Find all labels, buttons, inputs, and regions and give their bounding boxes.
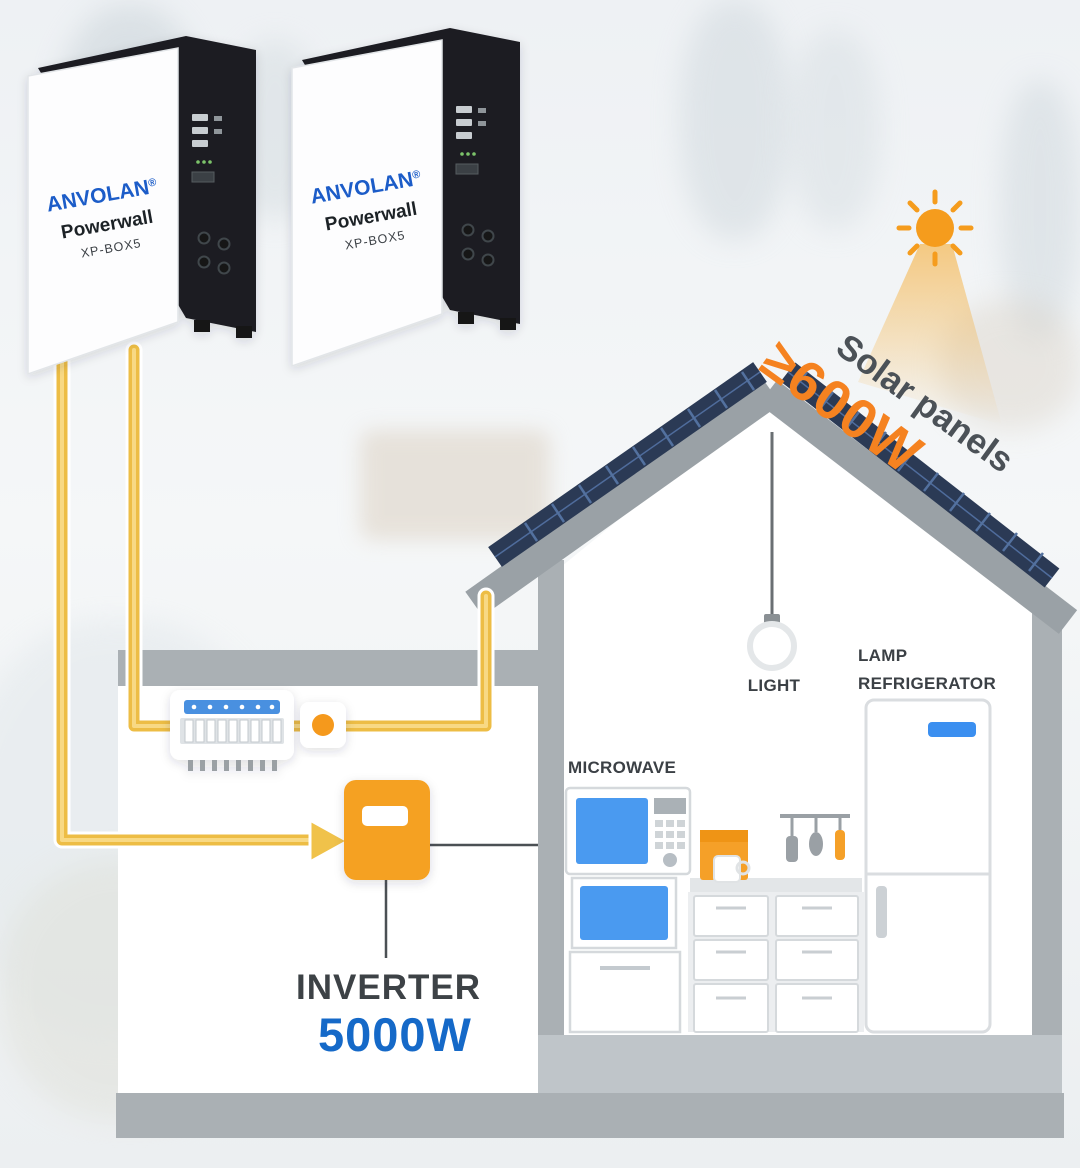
microwave-graphic <box>564 786 692 876</box>
refrigerator-label: REFRIGERATOR <box>858 674 997 693</box>
battery-front-panel <box>291 39 443 368</box>
inverter-rating-label: 5000W <box>318 1008 472 1061</box>
battery-front-panel <box>27 47 179 376</box>
interior-wall <box>538 560 564 1093</box>
battery-side-details <box>191 114 252 338</box>
lamp-label: LAMP <box>858 646 908 665</box>
background-tree <box>1000 80 1080 340</box>
light-label: LIGHT <box>747 676 801 695</box>
fridge-handle <box>928 722 976 737</box>
mug-graphic <box>713 855 751 883</box>
wire-breaker-to-solar <box>283 587 495 735</box>
powerwall-battery-1: ANVOLAN® Powerwall XP-BOX5 <box>27 36 256 376</box>
control-button-graphic <box>300 702 346 748</box>
inverter-caption: INVERTER 5000W <box>296 968 481 1062</box>
wire-arrow-icon <box>308 817 352 865</box>
microwave-window <box>576 798 648 864</box>
oven-graphic <box>570 876 678 950</box>
ceiling-beam <box>118 650 564 686</box>
solar-panel-left <box>488 362 767 567</box>
roof-left <box>465 379 781 617</box>
background-tree <box>680 0 790 240</box>
microwave-label: MICROWAVE <box>568 758 677 777</box>
inverter-label: INVERTER <box>296 968 481 1007</box>
background-cabin <box>360 430 550 540</box>
cabinet-graphic <box>568 950 682 1034</box>
breaker-panel-graphic <box>170 690 294 771</box>
roof-right <box>758 380 1078 634</box>
sun-icon <box>896 189 974 267</box>
battery-side-details <box>455 106 516 330</box>
right-wall <box>1032 610 1062 1093</box>
wire-battery-to-inverter <box>53 341 321 849</box>
kitchen-drawers <box>688 878 864 1033</box>
solar-panel-right <box>780 362 1060 588</box>
wire-battery-to-breaker <box>125 341 185 735</box>
kitchen-floor-step <box>538 1035 1062 1093</box>
refrigerator-graphic <box>864 698 992 1034</box>
ground-floor <box>116 1093 1064 1138</box>
sun-beam <box>858 244 1002 425</box>
inverter-graphic <box>344 780 430 880</box>
background-tree <box>790 30 880 230</box>
powerwall-battery-2: ANVOLAN® Powerwall XP-BOX5 <box>291 28 520 368</box>
utensil-rack-graphic <box>780 814 850 862</box>
light-bulb-icon <box>747 621 797 671</box>
lamp-refrigerator-caption: LAMP REFRIGERATOR <box>858 642 996 698</box>
